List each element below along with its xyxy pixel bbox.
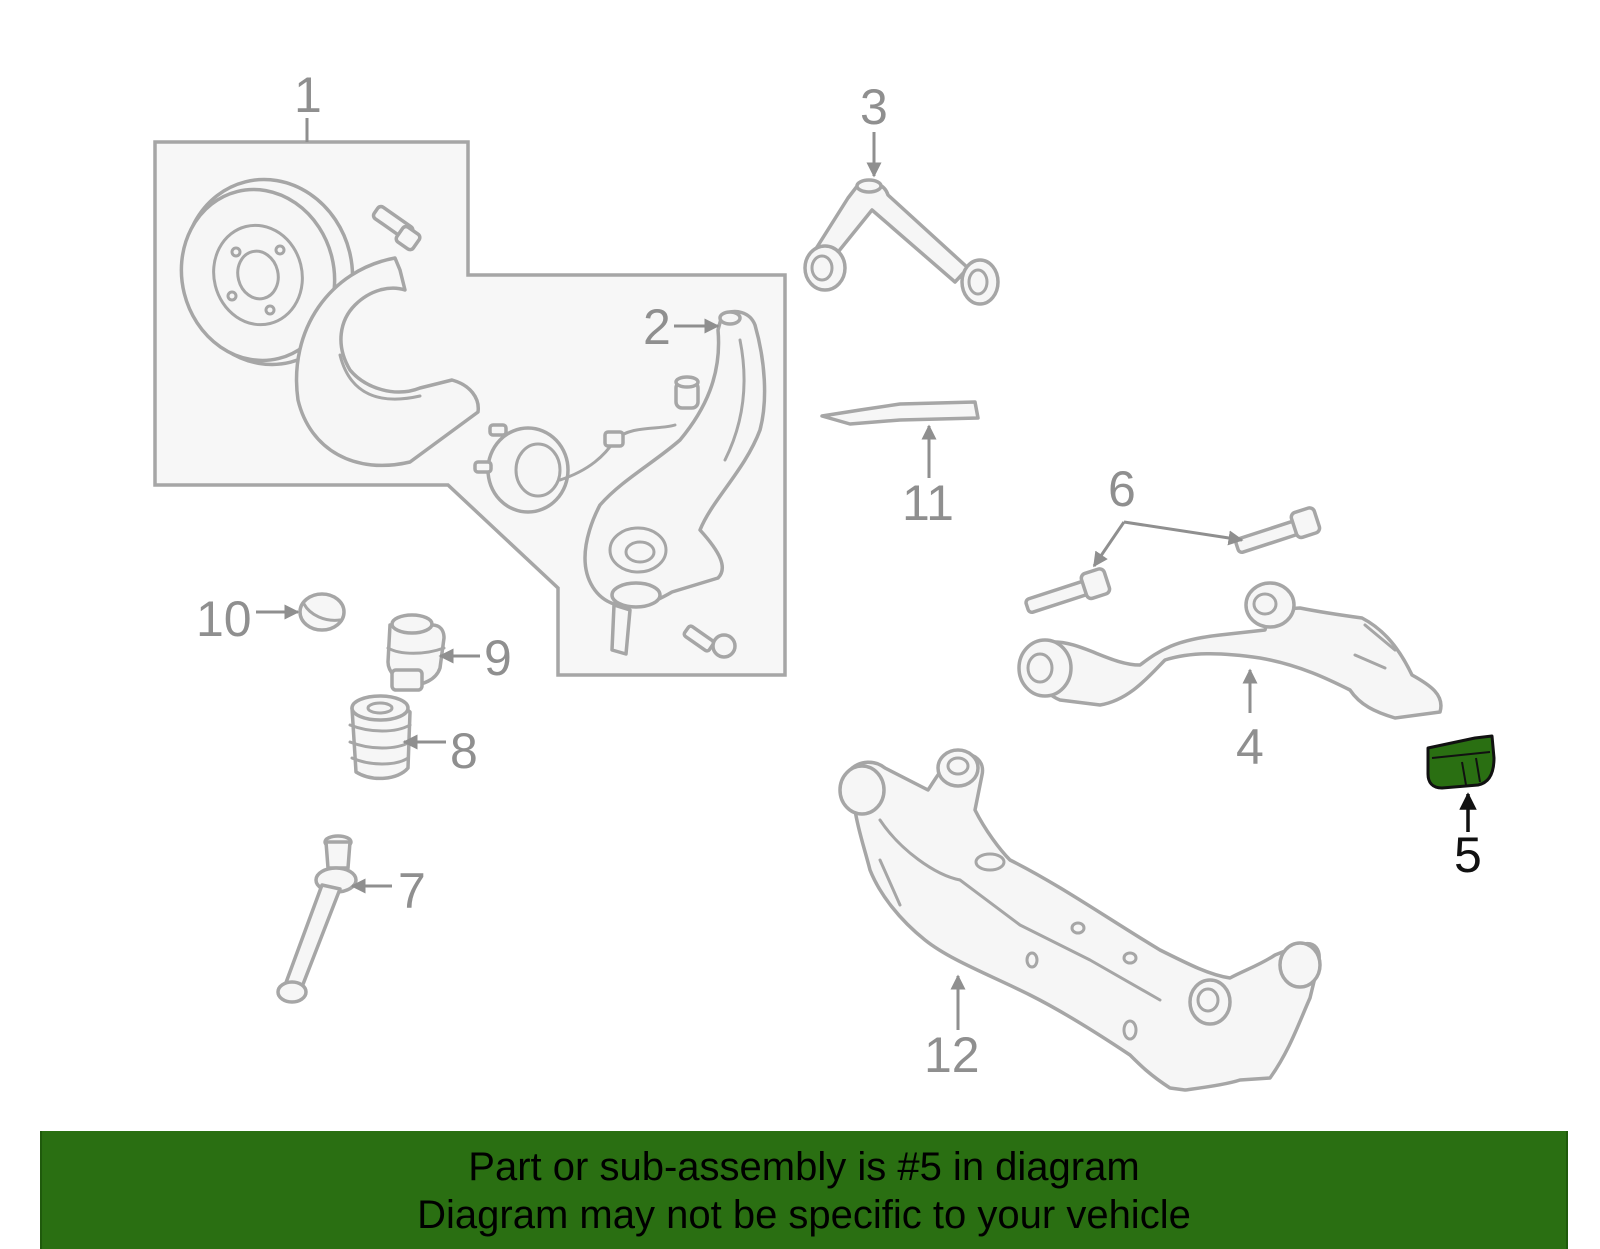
callout-12: 12: [924, 1027, 980, 1083]
upper-control-arm: [803, 178, 1000, 306]
parts-diagram: 1 2 3 4 5 6 7 8 9 10 11 12: [153, 67, 1496, 1092]
shim-plate: [820, 400, 980, 426]
bump-stop: [386, 613, 446, 692]
callout-numbers: 1 2 3 4 5 6 7 8 9 10 11 12: [196, 67, 1482, 1083]
callout-11: 11: [902, 475, 954, 531]
callout-10: 10: [196, 591, 252, 647]
hub-bearing: [473, 423, 677, 514]
mounting-bolt-right: [1234, 506, 1322, 555]
leader-lines: [256, 132, 1477, 1030]
callout-7: 7: [398, 863, 426, 919]
shock-absorber-link: [276, 834, 358, 1004]
lower-control-arm: [1017, 581, 1443, 720]
dust-cap: [298, 592, 346, 632]
subframe-crossmember: [838, 748, 1322, 1092]
mounting-bolt-left: [1024, 567, 1112, 615]
banner-line-2: Diagram may not be specific to your vehi…: [417, 1193, 1191, 1237]
jounce-bumper: [348, 694, 412, 781]
callout-1: 1: [294, 67, 322, 123]
callout-5: 5: [1454, 827, 1482, 883]
banner-line-1: Part or sub-assembly is #5 in diagram: [468, 1145, 1140, 1189]
callout-3: 3: [860, 79, 888, 135]
callout-8: 8: [450, 723, 478, 779]
highlighted-part-5-bracket: [1426, 734, 1496, 790]
callout-2: 2: [643, 299, 671, 355]
info-banner: Part or sub-assembly is #5 in diagram Di…: [40, 1131, 1568, 1249]
splash-shield: [294, 256, 480, 468]
knuckle-bolt: [682, 624, 737, 659]
knuckle-bushing: [674, 375, 700, 410]
callout-4: 4: [1236, 719, 1264, 775]
callout-6: 6: [1108, 461, 1136, 517]
steering-knuckle: [583, 309, 767, 656]
rotor-bolt: [371, 204, 422, 252]
callout-9: 9: [484, 630, 512, 686]
